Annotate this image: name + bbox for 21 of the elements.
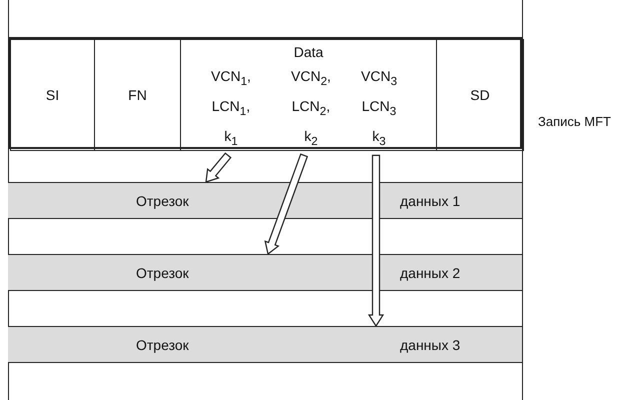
hollow-arrow [264, 153, 308, 256]
band-label: данных 2 [400, 264, 460, 280]
attribute-cell: SI [10, 39, 95, 151]
data-run-band [8, 254, 522, 291]
attribute-cell: SD [436, 39, 524, 151]
record-caption: Запись MFT [538, 114, 611, 129]
cell-heading: Data [292, 44, 324, 60]
data-attribute-cell [180, 39, 437, 151]
run-entry: VCN$_{2}$, LCN$_{2}$, k$_{2}$ [291, 64, 331, 154]
attribute-cell: FN [94, 39, 181, 151]
band-label: Отрезок [136, 192, 189, 208]
data-run-band [8, 326, 522, 363]
run-entry: VCN$_{3}$ LCN$_{3}$ k$_{3}$ [361, 64, 398, 154]
hollow-arrow [205, 152, 232, 183]
band-label: данных 1 [400, 192, 460, 208]
band-label: Отрезок [136, 336, 189, 352]
band-label: Отрезок [136, 264, 189, 280]
hollow-arrow [368, 154, 384, 328]
run-entry: VCN$_{1}$, LCN$_{1}$, k$_{1}$ [211, 64, 251, 154]
data-run-band [8, 182, 522, 219]
band-label: данных 3 [400, 336, 460, 352]
